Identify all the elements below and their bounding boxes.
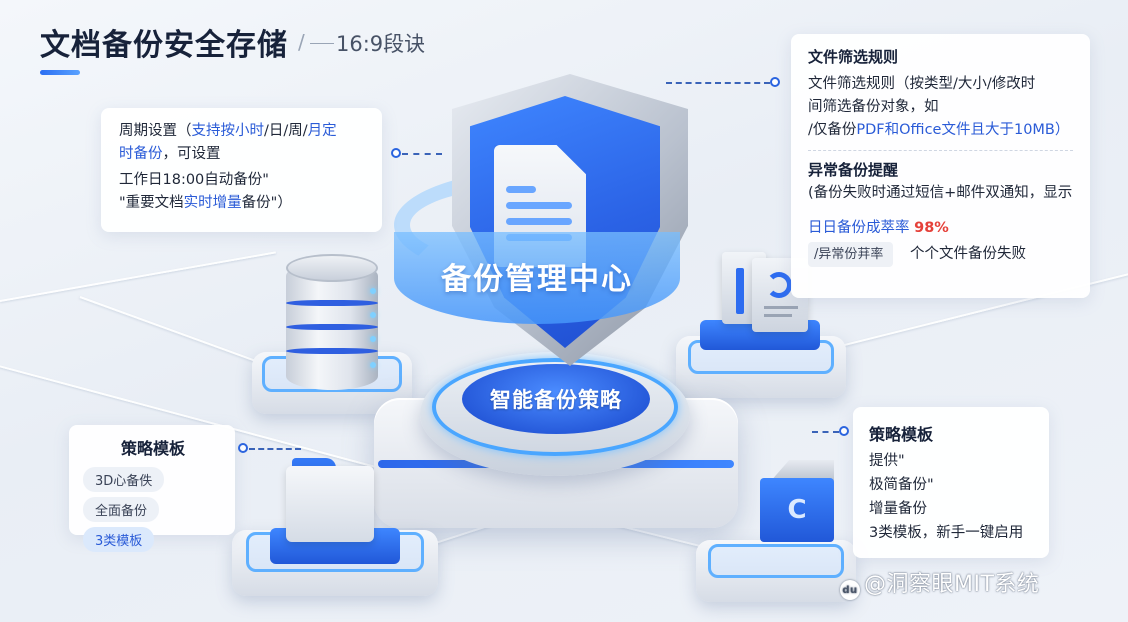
template-heading: 策略模板: [120, 439, 185, 458]
alert-line: (备份失败时通过短信+邮件双通知，显示: [808, 185, 1073, 201]
watermark-text: @洞察眼MIT系统: [864, 572, 1040, 597]
paw-logo-icon: du: [840, 580, 860, 600]
page-title: 文档备份安全存储: [40, 28, 288, 63]
box-pedestal-glow: [708, 544, 844, 578]
document-line: [506, 186, 536, 193]
template-line: 提供": [869, 453, 905, 469]
page-subtitle: 16:9段诀: [336, 32, 426, 56]
success-rate: 日日备份成萃率 98%: [808, 220, 949, 236]
template-chip-3d[interactable]: 3D心备佚: [83, 467, 165, 492]
platform-label: 智能备份策略: [462, 364, 650, 434]
connector-dot: [839, 426, 849, 436]
filter-heading: 文件筛选规则: [808, 48, 899, 66]
failure-text: 个个文件备份失败: [910, 246, 1026, 262]
failure-tag: /异常份荓率: [808, 242, 894, 267]
connector-dot: [770, 77, 780, 87]
template-line: 增量备份: [869, 501, 927, 517]
file-filter-card: 文件筛选规则 文件筛选规则（按类型/大小/修改时 间筛选备份对象，如 /仅备份P…: [791, 34, 1090, 298]
strategy-template-card-right: 策略模板 提供" 极简备份" 增量备份 3类模板，新手一键启用: [853, 407, 1049, 558]
connector-dot: [238, 443, 248, 453]
connector-line: [666, 82, 770, 84]
title-underline: [40, 70, 80, 75]
template-chip-3types[interactable]: 3类模板: [83, 527, 155, 552]
filter-line-1: 文件筛选规则（按类型/大小/修改时: [808, 76, 1036, 92]
period-line-2: 时备份，可设置: [119, 146, 221, 162]
ring-band: 备份管理中心: [394, 232, 680, 324]
watermark: du@洞察眼MIT系统: [840, 566, 1039, 600]
connector-line: [402, 153, 442, 155]
ring-band-label: 备份管理中心: [441, 262, 633, 297]
connector-line: [812, 431, 839, 433]
template-line: 极简备份": [869, 477, 934, 493]
document-line: [506, 202, 572, 209]
success-rate-value: 98%: [914, 220, 949, 236]
card-divider: [808, 150, 1073, 151]
template-chips: 3D心备佚 全面备份 3类模板: [83, 465, 235, 555]
alert-heading: 异常备份提醒: [808, 161, 899, 179]
floor-line: [0, 251, 276, 302]
template-line: 3类模板，新手一键启用: [869, 525, 1024, 541]
platform-glow-ring: [432, 358, 678, 456]
period-settings-card: 周期设置（支持按小时/日/周/月定 时备份，可设置 工作日18:00自动备份" …: [101, 108, 382, 232]
connector-line: [249, 448, 301, 450]
template-heading: 策略模板: [869, 425, 934, 444]
filter-line-3: /仅备份PDF和Office文件且大于10MB）: [808, 122, 1070, 138]
period-line-3: 工作日18:00自动备份": [119, 172, 269, 188]
document-line: [506, 218, 572, 225]
strategy-template-card-left: 策略模板 3D心备佚 全面备份 3类模板: [69, 425, 235, 552]
template-chip-full[interactable]: 全面备份: [83, 497, 160, 522]
failure-row: /异常份荓率 个个文件备份失败: [808, 242, 1076, 267]
filter-line-2: 间筛选备份对象，如: [808, 99, 939, 115]
connector-dot: [391, 148, 401, 158]
title-dash: [310, 43, 334, 44]
period-line-1: 周期设置（支持按小时/日/周/月定: [119, 123, 337, 139]
title-separator: /: [298, 30, 305, 54]
period-line-4: "重要文档实时增量备份"）: [119, 195, 292, 211]
